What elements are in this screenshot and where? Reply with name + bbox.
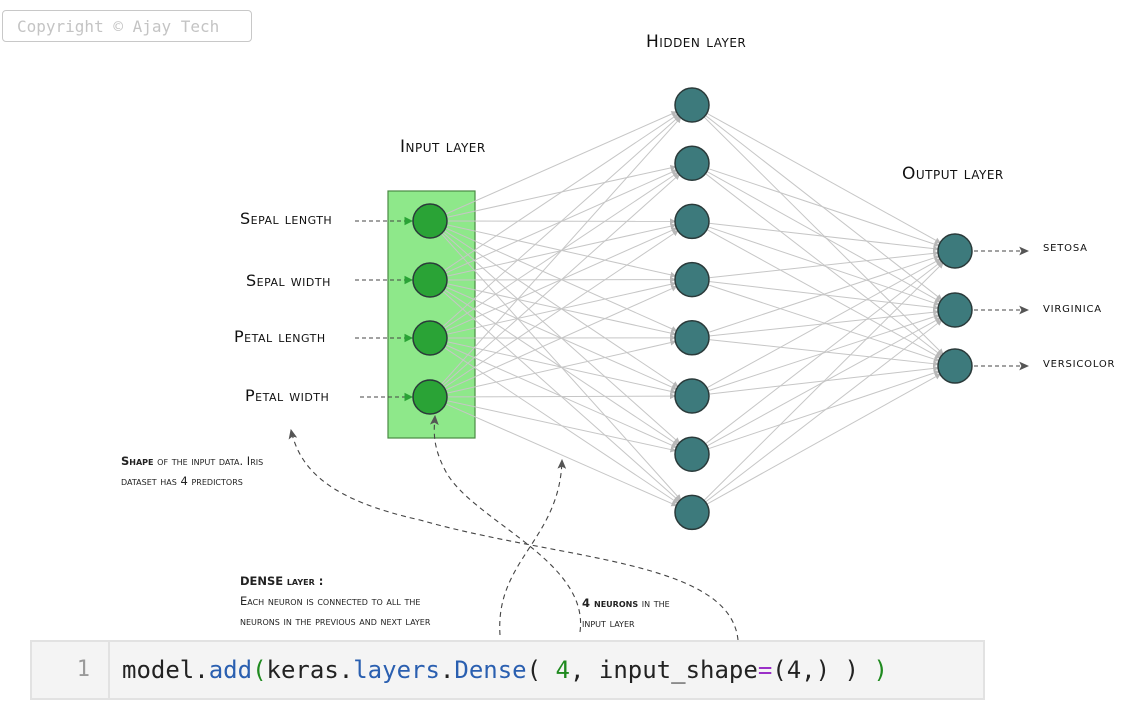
- neurons-note-line2: input layer: [582, 616, 635, 630]
- hidden-output-edge: [706, 112, 942, 244]
- input-neuron: [412, 203, 448, 239]
- input-hidden-edge: [440, 116, 682, 385]
- hidden-layer-title: Hidden layer: [646, 32, 747, 52]
- hidden-output-edge: [708, 250, 940, 279]
- dense-note: DENSE layer : Each neuron is connected t…: [240, 571, 430, 631]
- code-token: (: [526, 656, 556, 684]
- code-token: .: [439, 656, 455, 684]
- code-token: add: [208, 656, 253, 684]
- line-number: 1: [32, 642, 110, 698]
- code-token: Dense: [454, 656, 527, 684]
- input-hidden-edge: [443, 230, 679, 388]
- hidden-output-edge: [705, 173, 943, 357]
- copyright-watermark: Copyright © Ajay Tech: [2, 10, 252, 42]
- output-label-setosa: setosa: [1043, 239, 1088, 255]
- code-token: keras.: [266, 656, 354, 684]
- neurons-note: 4 neurons in the input layer: [582, 593, 670, 633]
- input-hidden-edge: [446, 400, 677, 453]
- hidden-neuron: [674, 87, 710, 123]
- input-hidden-edge: [445, 285, 678, 391]
- input-neuron: [412, 320, 448, 356]
- hidden-output-edge: [707, 168, 940, 247]
- hidden-output-edge: [706, 258, 941, 389]
- input-hidden-edge: [442, 115, 681, 328]
- input-neuron: [412, 262, 448, 298]
- output-neuron: [937, 233, 973, 269]
- hidden-neuron: [674, 494, 710, 531]
- hidden-output-edge: [705, 319, 943, 503]
- dense-note-rest: layer :: [286, 574, 324, 588]
- hidden-output-edge: [705, 260, 943, 445]
- code-token: model.: [122, 656, 209, 684]
- input-hidden-edge: [446, 339, 677, 394]
- hidden-output-edge: [706, 229, 941, 359]
- code-token: (4,) ): [772, 656, 874, 684]
- hidden-output-edge: [703, 116, 944, 355]
- hidden-output-edge: [707, 255, 940, 333]
- shape-note-bold: Shape: [121, 454, 154, 468]
- output-neuron: [937, 292, 973, 328]
- hidden-output-edge: [707, 284, 940, 362]
- dense-note-bold: DENSE: [240, 574, 284, 588]
- input-label-sepal-width: Sepal width: [246, 271, 331, 290]
- dense-note-line3: neurons in the previous and next layer: [240, 614, 431, 628]
- code-token: =: [757, 656, 773, 684]
- code-line[interactable]: model.add(keras.layers.Dense( 4, input_s…: [122, 642, 888, 698]
- hidden-neuron: [674, 203, 710, 240]
- output-label-virginica: virginica: [1043, 300, 1102, 316]
- input-hidden-edge: [442, 173, 681, 387]
- hidden-neuron: [674, 145, 710, 181]
- input-label-petal-width: Petal width: [245, 386, 330, 405]
- hidden-output-edge: [706, 373, 942, 505]
- neurons-annotation-curve: [429, 414, 581, 633]
- output-neuron: [937, 348, 973, 384]
- shape-note-line2: dataset has 4 predictors: [121, 474, 243, 488]
- input-label-petal-length: Petal length: [234, 327, 326, 346]
- hidden-neuron: [674, 320, 710, 356]
- shape-note-text: of the input data. Iris: [157, 454, 264, 468]
- code-token: , input_shape: [569, 656, 758, 684]
- input-hidden-edge: [443, 113, 679, 271]
- hidden-output-edge: [707, 370, 940, 450]
- hidden-output-edge: [708, 222, 940, 252]
- input-hidden-edge: [445, 111, 678, 215]
- code-cell[interactable]: 1 model.add(keras.layers.Dense( 4, input…: [30, 640, 985, 700]
- shape-note: Shape of the input data. Iris dataset ha…: [121, 451, 263, 491]
- hidden-output-edge: [708, 339, 940, 367]
- dense-annotation-curve: [499, 458, 567, 636]
- input-neuron: [412, 379, 448, 415]
- output-label-versicolor: versicolor: [1043, 355, 1116, 371]
- code-token: (: [252, 656, 267, 684]
- input-hidden-edge: [446, 393, 677, 400]
- input-label-sepal-length: Sepal length: [240, 209, 333, 228]
- input-layer-title: Input layer: [400, 137, 486, 157]
- hidden-neuron: [674, 261, 710, 298]
- output-layer-title: Output layer: [902, 164, 1004, 184]
- code-token: ): [873, 656, 888, 684]
- code-token: layers: [353, 656, 440, 684]
- hidden-output-edge: [703, 262, 944, 501]
- hidden-neuron: [674, 378, 710, 414]
- shape-annotation-curve: [288, 428, 739, 641]
- neurons-note-text: in the: [641, 596, 670, 610]
- neurons-note-bold: 4 neurons: [582, 596, 639, 610]
- dense-note-line2: Each neuron is connected to all the: [240, 594, 421, 608]
- hidden-neuron: [674, 436, 710, 472]
- code-token: 4: [555, 656, 570, 684]
- input-hidden-edge: [445, 403, 678, 507]
